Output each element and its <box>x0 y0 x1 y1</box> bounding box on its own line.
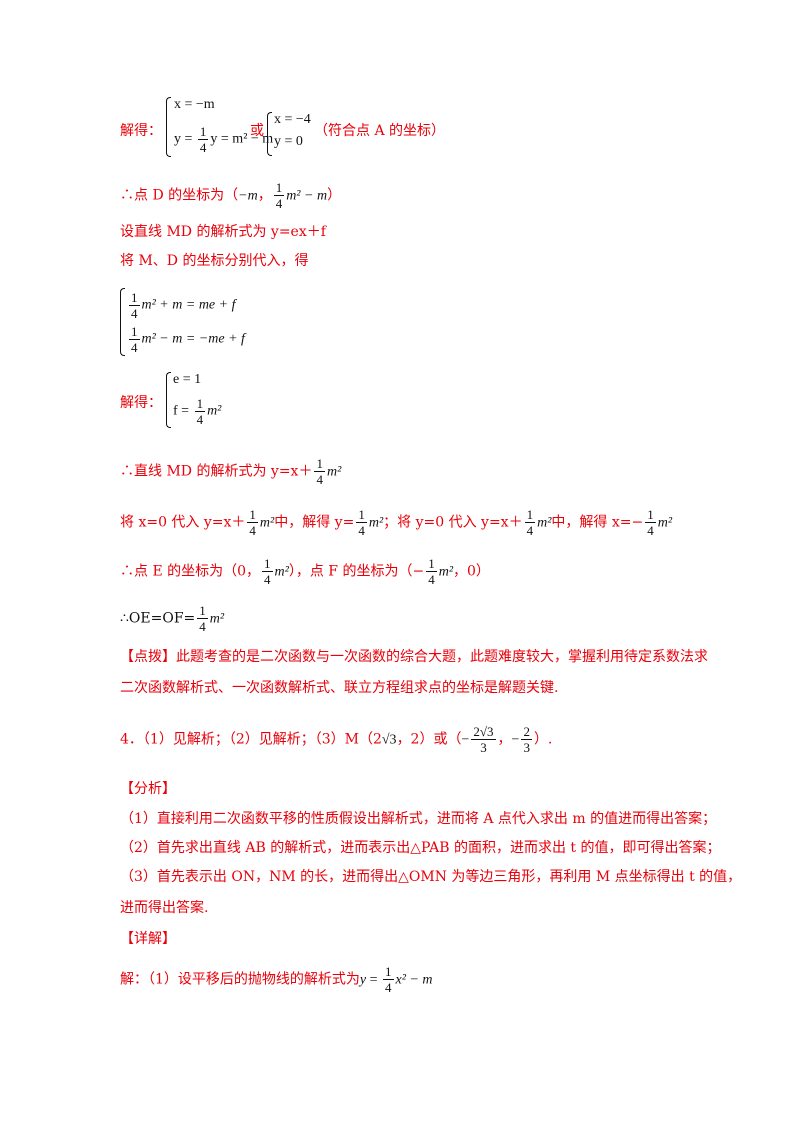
sys4-eq1: e = 1 <box>173 372 202 387</box>
fenxi-p1: （1）直接利用二次函数平移的性质假设出解析式，进而将 A 点代入求出 m 的值进… <box>120 811 717 827</box>
fenxi-p2: （2）首先求出直线 AB 的解析式，进而表示出△PAB 的面积，进而求出 t 的… <box>120 840 721 856</box>
brace-2 <box>267 112 272 156</box>
brace-1 <box>166 97 171 157</box>
brace-4 <box>166 372 171 428</box>
solve-label-1: 解得： <box>120 123 162 139</box>
note-a: （符合点 A 的坐标） <box>314 123 446 139</box>
fenxi-p3b: 进而得出答案. <box>120 900 209 916</box>
substitute-line: 将 M、D 的坐标分别代入，得 <box>120 253 309 269</box>
solve-label-2: 解得： <box>120 395 162 411</box>
fenxi-p3a: （3）首先表示出 ON，NM 的长，进而得出△OMN 为等边三角形，再利用 M … <box>120 869 742 885</box>
dianbo-line2: 二次函数解析式、一次函数解析式、联立方程组求点的坐标是解题关键. <box>120 680 559 696</box>
or-label: 或 <box>250 123 264 139</box>
dianbo-line1: 【点拨】此题考查的是二次函数与一次函数的综合大题，此题难度较大，掌握利用待定系数… <box>120 649 708 665</box>
brace-3 <box>120 288 125 356</box>
line-md-setup: 设直线 MD 的解析式为 y=ex＋f <box>120 224 326 240</box>
fenxi-label: 【分析】 <box>120 781 176 797</box>
sys2-eq2: y = 0 <box>274 134 303 149</box>
sys1-eq1: x = −m <box>174 97 215 112</box>
xiangjie-label: 【详解】 <box>120 931 176 947</box>
sys2-eq1: x = −4 <box>274 112 311 127</box>
